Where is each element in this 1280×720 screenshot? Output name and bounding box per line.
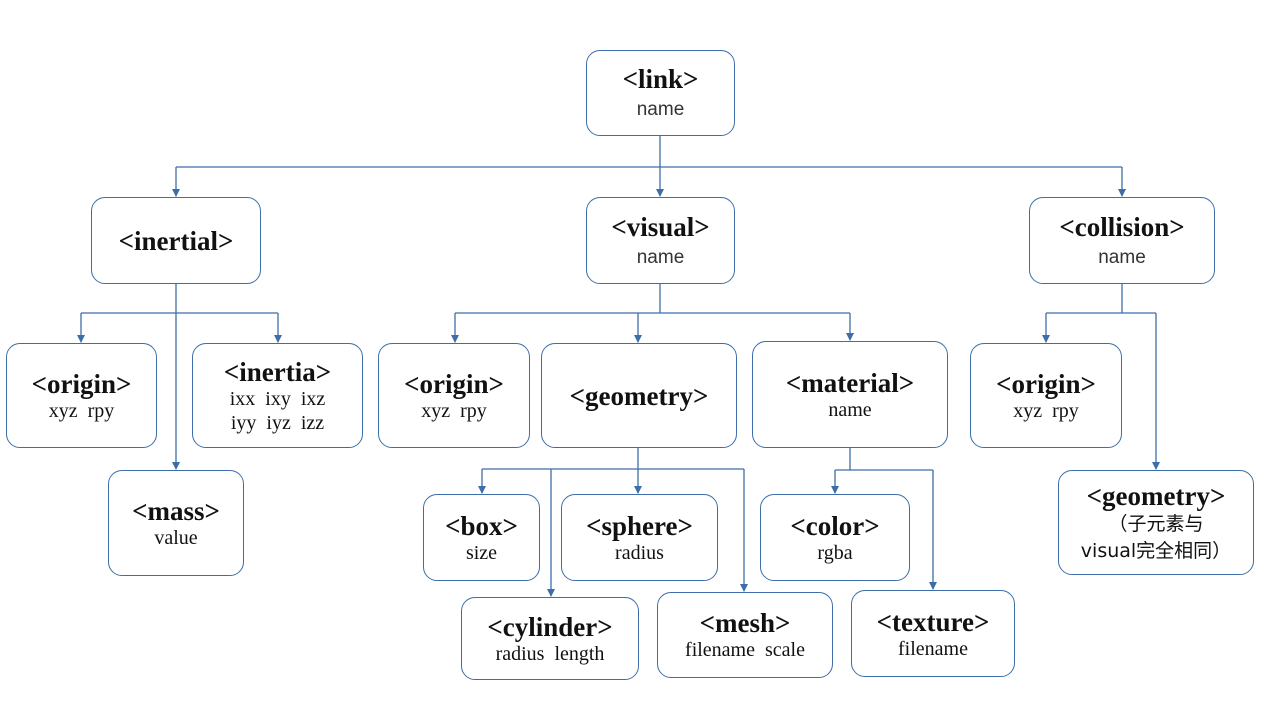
inertia-attr-row2: iyy iyz izz [230,411,325,434]
mesh-node: <mesh> filename scale [657,592,833,678]
box-node: <box> size [423,494,540,581]
inertial-tag: <inertial> [118,225,234,256]
box-attr: size [465,541,498,564]
collision-origin-tag: <origin> [996,368,1096,399]
link-node: <link> name [586,50,735,136]
mesh-tag: <mesh> [699,608,791,638]
inertia-tag: <inertia> [223,356,332,387]
visual-tag: <visual> [611,211,710,242]
collision-geometry-attr-line2: visual完全相同） [1080,539,1232,562]
material-node: <material> name [752,341,948,448]
link-attr: name [636,99,685,120]
visual-origin-node: <origin> xyz rpy [378,343,530,448]
sphere-node: <sphere> radius [561,494,718,581]
texture-node: <texture> filename [851,590,1015,677]
color-tag: <color> [790,510,880,541]
inertial-node: <inertial> [91,197,261,284]
box-tag: <box> [445,510,518,541]
mass-node: <mass> value [108,470,244,576]
collision-origin-node: <origin> xyz rpy [970,343,1122,448]
inertial-origin-node: <origin> xyz rpy [6,343,157,448]
cylinder-tag: <cylinder> [487,611,613,642]
collision-geometry-node: <geometry> （子元素与 visual完全相同） [1058,470,1254,575]
sphere-attr: radius [615,541,664,564]
inertial-origin-tag: <origin> [31,368,132,399]
mesh-attr: filename scale [685,639,805,661]
collision-geometry-tag: <geometry> [1086,480,1226,511]
texture-tag: <texture> [876,606,990,637]
cylinder-node: <cylinder> radius length [461,597,639,680]
inertia-attr-row1: ixx ixy ixz [229,387,326,410]
inertial-origin-attr: xyz rpy [48,399,115,422]
color-node: <color> rgba [760,494,910,581]
visual-origin-attr: xyz rpy [421,399,487,422]
visual-geometry-tag: <geometry> [569,380,709,411]
mass-tag: <mass> [132,496,220,526]
collision-geometry-attr-line1: （子元素与 [1108,512,1204,535]
sphere-tag: <sphere> [586,510,693,541]
collision-node: <collision> name [1029,197,1215,284]
inertia-node: <inertia> ixx ixy ixz iyy iyz izz [192,343,363,448]
material-tag: <material> [785,367,915,398]
collision-attr: name [1098,246,1146,268]
visual-node: <visual> name [586,197,735,284]
material-attr: name [828,398,872,421]
color-attr: rgba [817,541,853,564]
collision-origin-attr: xyz rpy [1013,399,1079,422]
mass-attr: value [154,527,198,549]
link-tag: <link> [622,64,699,94]
cylinder-attr: radius length [495,642,605,665]
visual-attr: name [636,246,685,268]
collision-tag: <collision> [1059,211,1185,242]
visual-geometry-node: <geometry> [541,343,737,448]
texture-attr: filename [898,637,968,660]
visual-origin-tag: <origin> [404,368,504,399]
